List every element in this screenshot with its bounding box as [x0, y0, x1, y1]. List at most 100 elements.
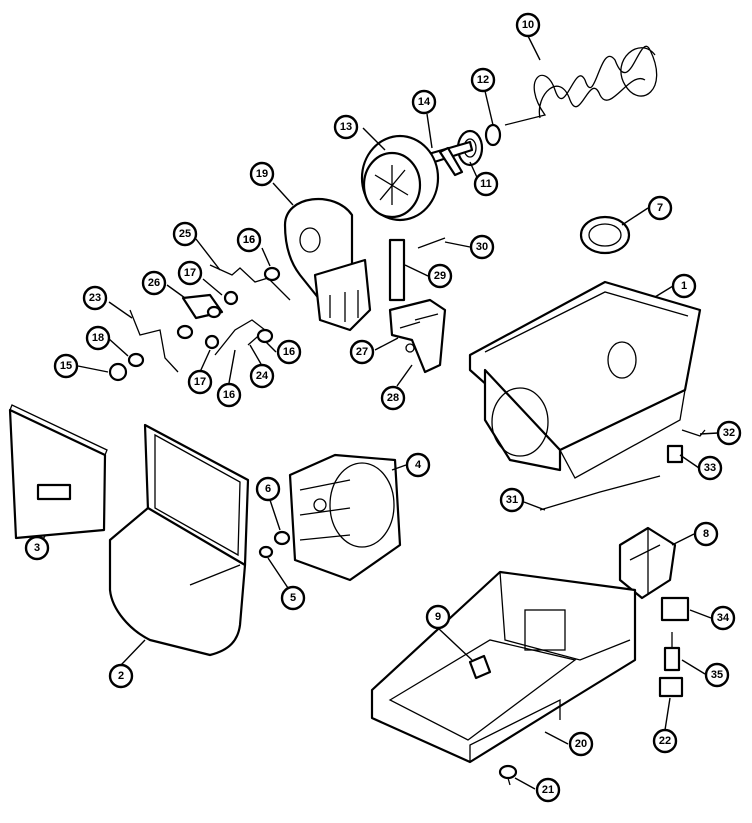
- part-22-connector: [658, 676, 684, 698]
- callout-8-label: 8: [703, 528, 709, 540]
- part-15-nut: [108, 362, 128, 382]
- part-17-washer-a: [223, 290, 239, 306]
- part-32-clip: [681, 429, 706, 437]
- callout-13-label: 13: [340, 121, 352, 133]
- callout-24: 24: [249, 363, 275, 389]
- callout-2-label: 2: [118, 670, 124, 682]
- callout-12: 12: [470, 67, 496, 93]
- part-21-screw: [498, 764, 518, 786]
- callout-14-label: 14: [418, 96, 431, 108]
- callout-13: 13: [333, 114, 359, 140]
- part-8-solenoid: [618, 526, 677, 600]
- callout-35-label: 35: [711, 669, 723, 681]
- callout-27-label: 27: [356, 346, 368, 358]
- callout-17-a: 17: [177, 260, 203, 286]
- part-18-washer: [127, 352, 145, 368]
- callout-2: 2: [108, 663, 134, 689]
- callout-33-label: 33: [704, 462, 716, 474]
- callout-20: 20: [568, 731, 594, 757]
- callout-20-label: 20: [575, 738, 587, 750]
- callout-26: 26: [141, 270, 167, 296]
- callout-28: 28: [380, 385, 406, 411]
- callout-16-d: 16: [243, 234, 255, 246]
- part-30-spring: [417, 237, 446, 249]
- part-16-nut-b: [176, 324, 194, 340]
- leader-lines: [36, 35, 719, 790]
- callout-23: 23: [82, 285, 108, 311]
- callout-11-label: 11: [480, 178, 492, 190]
- part-16-nut-a: [263, 266, 281, 282]
- part-19-housing: [283, 197, 372, 332]
- callout-25-label: 25: [179, 228, 191, 240]
- part-6-washer: [273, 530, 291, 546]
- callout-10-label: 10: [522, 19, 534, 31]
- callout-34: 34: [710, 605, 736, 631]
- callout-33: 33: [697, 455, 723, 481]
- callout-16-a: 16: [236, 227, 262, 253]
- callout-4-label: 4: [415, 459, 422, 471]
- callout-21-label: 21: [542, 784, 554, 796]
- callout-7: 7: [647, 195, 673, 221]
- callout-18-label: 18: [92, 332, 104, 344]
- callout-29-label: 29: [434, 270, 446, 282]
- callout-14: 14: [411, 89, 437, 115]
- part-31-rod: [539, 475, 661, 511]
- callout-22: 22: [652, 728, 678, 754]
- part-13-cam: [360, 134, 440, 222]
- callout-29: 29: [427, 263, 453, 289]
- part-35-valve: [663, 632, 681, 672]
- callout-9: 9: [425, 604, 451, 630]
- part-10-coil: [504, 45, 658, 126]
- callout-8: 8: [693, 521, 719, 547]
- part-29-slide: [388, 238, 406, 302]
- callout-7-label: 7: [657, 202, 663, 214]
- callout-1: 1: [671, 273, 697, 299]
- callout-30: 30: [469, 234, 495, 260]
- callout-10: 10: [515, 12, 541, 38]
- callout-35: 35: [704, 662, 730, 688]
- callout-16-b: 16: [276, 339, 302, 365]
- callout-24-label: 24: [256, 370, 269, 382]
- part-33-bracket: [666, 444, 684, 464]
- callout-9-label: 9: [435, 611, 441, 623]
- callout-3: 3: [24, 535, 50, 561]
- callout-5-label: 5: [290, 592, 296, 604]
- callout-4: 4: [405, 452, 431, 478]
- callout-16-a-label: 16: [243, 234, 255, 246]
- callout-31-label: 31: [506, 494, 518, 506]
- callout-18: 18: [85, 325, 111, 351]
- callout-22-label: 22: [659, 735, 671, 747]
- part-2-front-panel: [108, 423, 250, 657]
- callout-16-c: 16: [216, 382, 242, 408]
- part-25-bracket: [209, 264, 291, 301]
- part-1-ice-bin: [468, 280, 702, 479]
- callout-17-b: 17: [187, 369, 213, 395]
- callout-11: 11: [473, 171, 499, 197]
- callout-26-label: 26: [148, 277, 160, 289]
- part-20-tray: [370, 570, 637, 764]
- callout-27: 27: [349, 339, 375, 365]
- callout-30-label: 30: [476, 241, 488, 253]
- callout-1-label: 1: [681, 280, 687, 292]
- part-7-collar: [579, 215, 631, 255]
- part-3-cover: [8, 404, 108, 540]
- part-12-washer: [484, 123, 502, 147]
- callout-32: 32: [716, 420, 742, 446]
- part-23-bracket: [129, 309, 179, 373]
- callout-6: 6: [255, 476, 281, 502]
- callout-31: 31: [499, 487, 525, 513]
- part-26-sleeve: [181, 293, 224, 320]
- callout-3-label: 3: [34, 542, 40, 554]
- part-17-washer-b: [204, 334, 220, 350]
- callout-5: 5: [280, 585, 306, 611]
- part-27-28-bracket: [388, 298, 447, 374]
- callout-25: 25: [172, 221, 198, 247]
- part-9-clip: [468, 654, 492, 680]
- callout-19-label: 19: [256, 168, 268, 180]
- callout-6-label: 6: [265, 483, 271, 495]
- part-4-motor: [288, 453, 402, 582]
- part-34-cube: [660, 596, 690, 622]
- callout-34-label: 34: [717, 612, 730, 624]
- callout-23-label: 23: [89, 292, 101, 304]
